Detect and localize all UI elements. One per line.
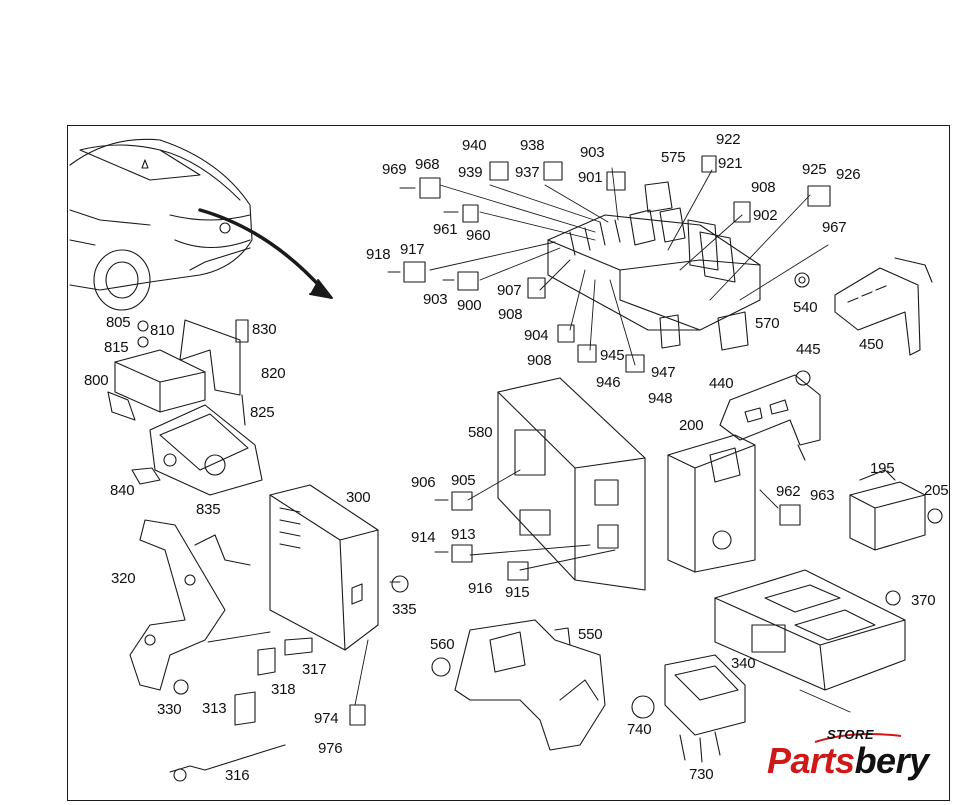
part-label-962: 962 bbox=[776, 483, 801, 500]
logo-swoosh-icon bbox=[814, 733, 902, 743]
part-label-195: 195 bbox=[870, 460, 895, 477]
part-label-815: 815 bbox=[104, 339, 129, 356]
part-label-969: 969 bbox=[382, 161, 407, 178]
part-label-908c: 908 bbox=[527, 352, 552, 369]
logo-store-text: STORE bbox=[827, 727, 875, 742]
part-label-200: 200 bbox=[679, 417, 704, 434]
leader-lines bbox=[207, 167, 851, 713]
module-195 bbox=[849, 469, 926, 551]
part-label-440: 440 bbox=[709, 375, 734, 392]
part-label-922: 922 bbox=[716, 131, 741, 148]
part-label-820: 820 bbox=[261, 365, 286, 382]
part-label-907: 907 bbox=[497, 282, 522, 299]
part-label-205: 205 bbox=[924, 482, 949, 499]
part-label-926: 926 bbox=[836, 166, 861, 183]
part-label-550: 550 bbox=[578, 626, 603, 643]
bracket-550 bbox=[454, 619, 606, 751]
part-label-730: 730 bbox=[689, 766, 714, 783]
part-label-938: 938 bbox=[520, 137, 545, 154]
small-parts bbox=[169, 637, 313, 782]
part-label-445: 445 bbox=[796, 341, 821, 358]
part-label-580: 580 bbox=[468, 424, 493, 441]
part-label-320: 320 bbox=[111, 570, 136, 587]
part-label-948: 948 bbox=[648, 390, 673, 407]
part-label-317: 317 bbox=[302, 661, 327, 678]
part-label-976: 976 bbox=[318, 740, 343, 757]
assembly-800 bbox=[107, 319, 263, 496]
diagram-frame bbox=[67, 125, 950, 801]
module-340 bbox=[714, 569, 906, 691]
part-label-830: 830 bbox=[252, 321, 277, 338]
connectors bbox=[137, 155, 943, 726]
logo-brand-part2: bery bbox=[854, 740, 930, 781]
part-label-575: 575 bbox=[661, 149, 686, 166]
part-label-835: 835 bbox=[196, 501, 221, 518]
part-label-960: 960 bbox=[466, 227, 491, 244]
part-label-974: 974 bbox=[314, 710, 339, 727]
part-label-318: 318 bbox=[271, 681, 296, 698]
part-label-914: 914 bbox=[411, 529, 436, 546]
partsbery-logo: STORE Partsbery bbox=[765, 727, 935, 785]
part-label-903b: 903 bbox=[423, 291, 448, 308]
module-580 bbox=[497, 377, 646, 591]
part-label-904: 904 bbox=[524, 327, 549, 344]
part-label-540: 540 bbox=[793, 299, 818, 316]
fuse-box-570 bbox=[547, 181, 761, 351]
logo-brand-text: Partsbery bbox=[767, 741, 929, 781]
part-label-901: 901 bbox=[578, 169, 603, 186]
part-label-968: 968 bbox=[415, 156, 440, 173]
bracket-450 bbox=[834, 257, 933, 356]
part-label-921: 921 bbox=[718, 155, 743, 172]
part-label-810: 810 bbox=[150, 322, 175, 339]
part-label-940: 940 bbox=[462, 137, 487, 154]
part-label-947: 947 bbox=[651, 364, 676, 381]
part-label-340: 340 bbox=[731, 655, 756, 672]
bracket-320 bbox=[129, 519, 251, 691]
part-label-937: 937 bbox=[515, 164, 540, 181]
part-label-825: 825 bbox=[250, 404, 275, 421]
part-label-900: 900 bbox=[457, 297, 482, 314]
part-label-906: 906 bbox=[411, 474, 436, 491]
part-label-908b: 908 bbox=[498, 306, 523, 323]
part-label-570: 570 bbox=[755, 315, 780, 332]
part-label-800: 800 bbox=[84, 372, 109, 389]
bracket-440 bbox=[719, 374, 821, 461]
part-label-370: 370 bbox=[911, 592, 936, 609]
part-label-316: 316 bbox=[225, 767, 250, 784]
module-300 bbox=[269, 484, 379, 651]
part-label-963: 963 bbox=[810, 487, 835, 504]
part-label-915: 915 bbox=[505, 584, 530, 601]
part-label-916: 916 bbox=[468, 580, 493, 597]
part-label-450: 450 bbox=[859, 336, 884, 353]
part-label-902: 902 bbox=[753, 207, 778, 224]
part-label-330: 330 bbox=[157, 701, 182, 718]
part-label-805: 805 bbox=[106, 314, 131, 331]
part-label-925: 925 bbox=[802, 161, 827, 178]
part-label-939: 939 bbox=[458, 164, 483, 181]
part-label-840: 840 bbox=[110, 482, 135, 499]
part-label-917: 917 bbox=[400, 241, 425, 258]
part-label-913: 913 bbox=[451, 526, 476, 543]
part-label-918: 918 bbox=[366, 246, 391, 263]
part-label-335: 335 bbox=[392, 601, 417, 618]
module-200 bbox=[667, 434, 756, 573]
part-label-560: 560 bbox=[430, 636, 455, 653]
part-label-908: 908 bbox=[751, 179, 776, 196]
part-label-300: 300 bbox=[346, 489, 371, 506]
part-label-945: 945 bbox=[600, 347, 625, 364]
part-label-903: 903 bbox=[580, 144, 605, 161]
part-label-967: 967 bbox=[822, 219, 847, 236]
part-label-946: 946 bbox=[596, 374, 621, 391]
logo-brand-part1: Parts bbox=[767, 740, 855, 781]
module-730 bbox=[664, 654, 746, 763]
part-label-961: 961 bbox=[433, 221, 458, 238]
part-label-905: 905 bbox=[451, 472, 476, 489]
part-label-313: 313 bbox=[202, 700, 227, 717]
part-label-740: 740 bbox=[627, 721, 652, 738]
car-illustration bbox=[69, 138, 333, 311]
